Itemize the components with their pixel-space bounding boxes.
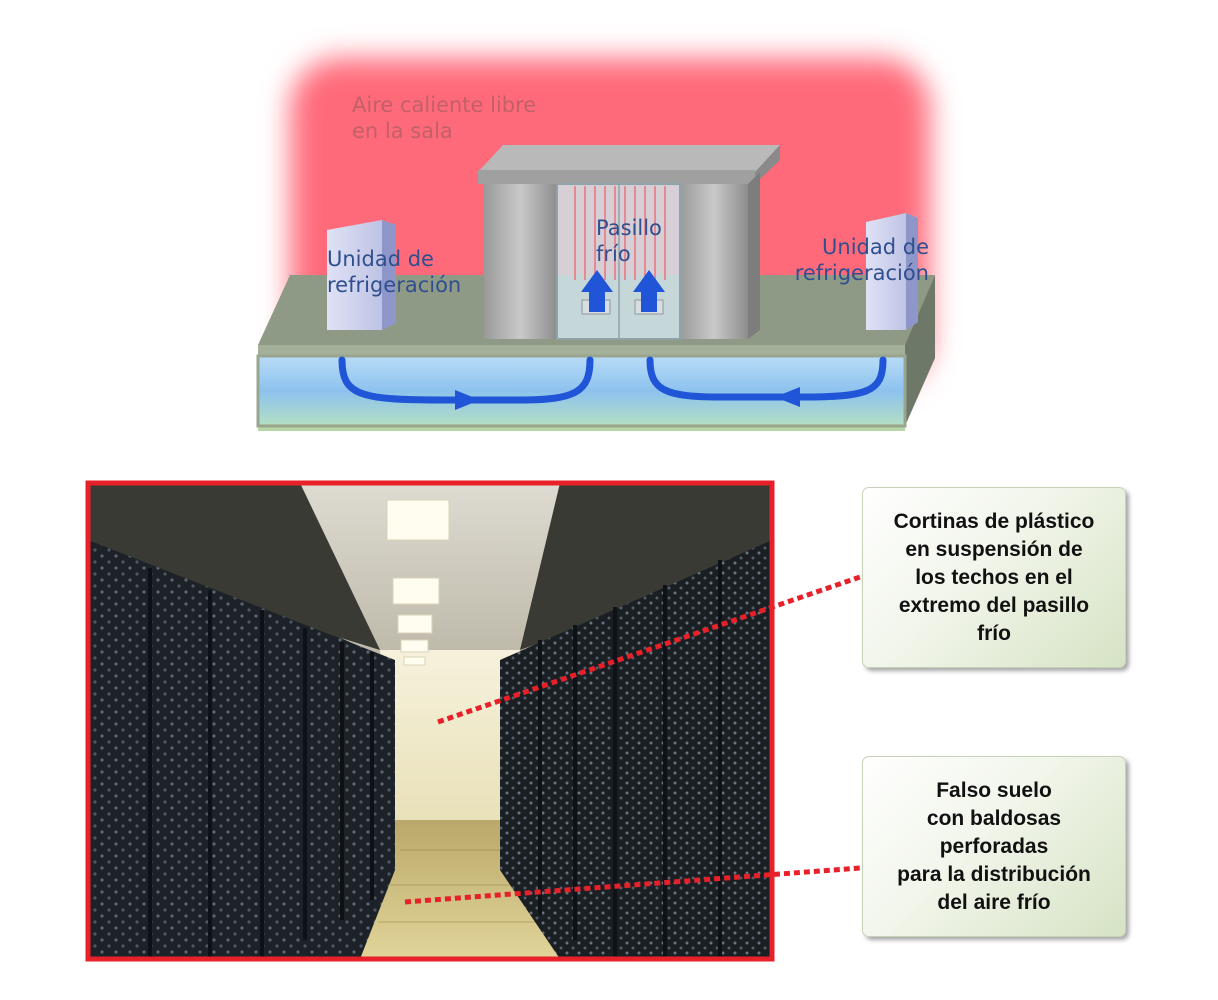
photo-curtain-end [380,650,520,820]
cooling-unit-left-label: Unidad de refrigeración [327,247,462,297]
datacenter-photo [85,480,775,962]
airflow-arrow-right [716,356,887,401]
photo-ceiling-lights [386,499,450,666]
airflow-arrow-left [338,356,524,404]
cold-air-up-arrow-left [581,270,613,312]
rack-row-right [680,184,748,339]
photo-rack-wall-right [500,540,772,959]
hot-air-label: Aire caliente libre en la sala [352,93,537,143]
cooling-unit-right-label: Unidad de refrigeración [794,235,929,285]
cold-aisle-label: Pasillo frío [596,216,662,266]
leader-line-floor [404,865,861,905]
airflow-arrowhead-right [775,387,800,407]
airflow-arrowhead-left [455,390,480,410]
leader-line-curtains [437,574,861,725]
cold-air-up-arrow-right [633,270,665,312]
underfloor-airflow [338,356,887,404]
photo-rack-wall-left [88,540,395,959]
cooling-unit-right [866,213,918,330]
callout-curtains: Cortinas de plástico en suspensión de lo… [862,487,1126,668]
callout-raised-floor: Falso suelo con baldosas perforadas para… [862,756,1126,937]
aisle-curtain-strips [574,186,666,280]
cooling-unit-left [327,220,396,330]
rack-enclosure [478,145,780,340]
rack-row-left [484,184,557,339]
photo-frame [85,480,775,962]
